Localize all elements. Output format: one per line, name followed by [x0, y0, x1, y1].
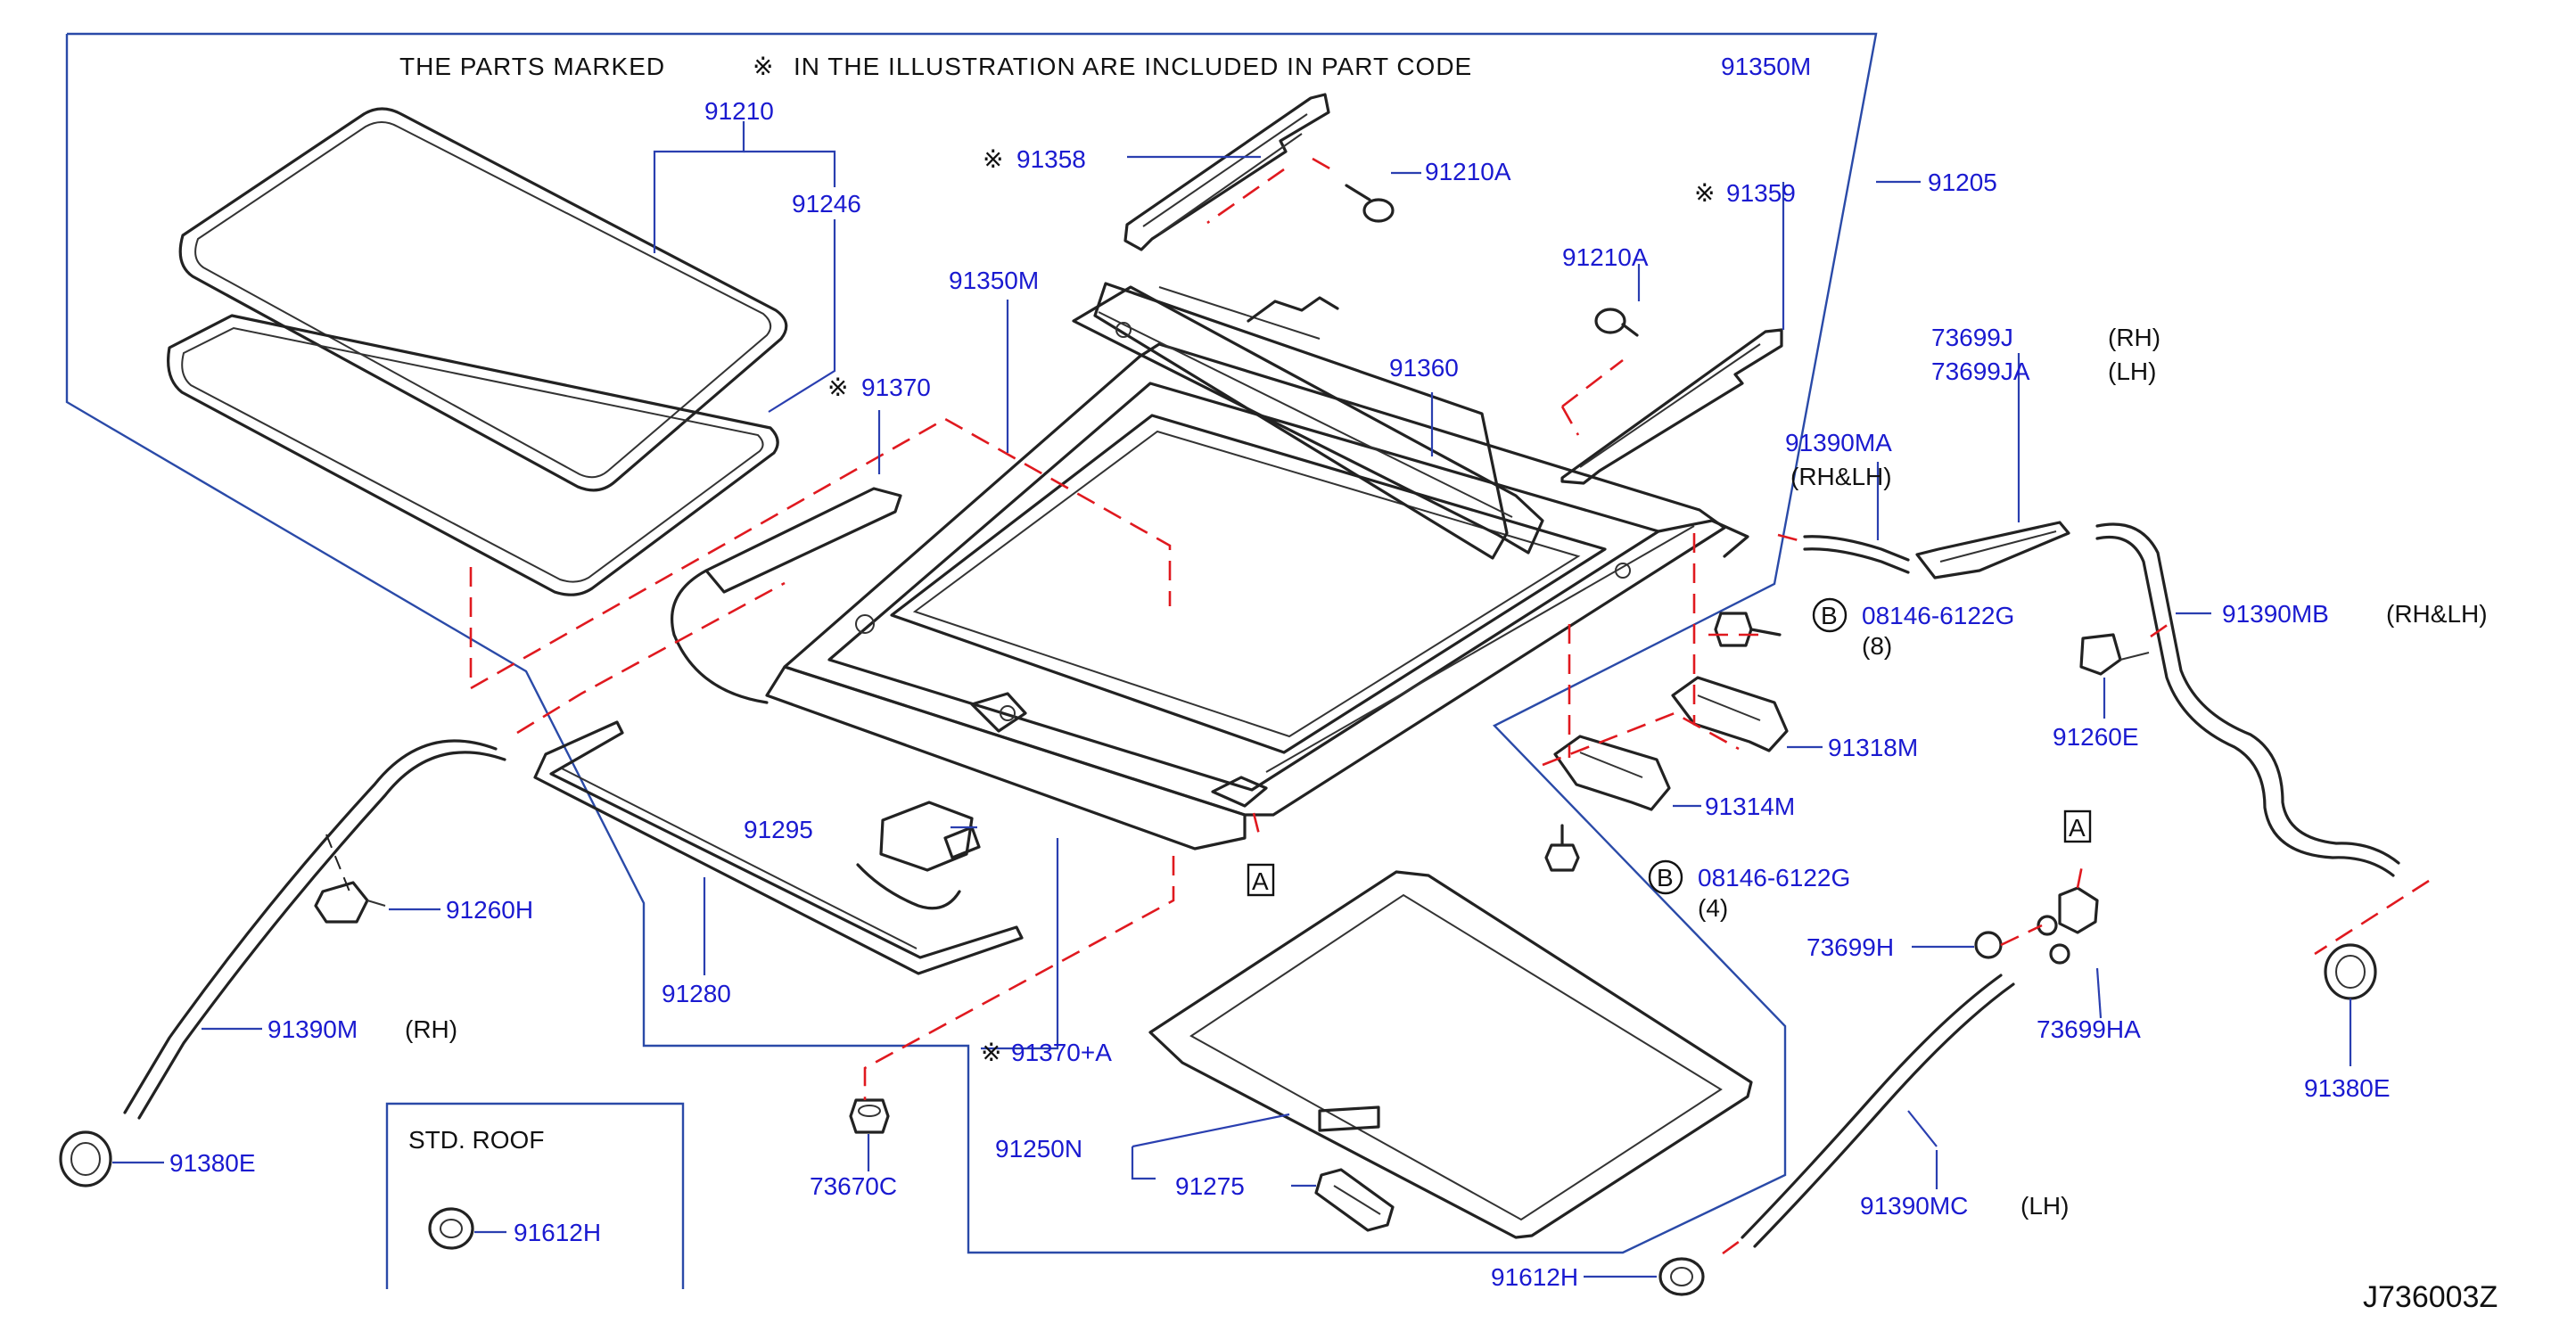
bracket-91318M [1671, 676, 1789, 752]
label-73699J: 73699J [1931, 324, 2013, 351]
bracket-91359 [1560, 328, 1783, 485]
label-91295: 91295 [744, 816, 813, 843]
label-91260E: 91260E [2053, 723, 2139, 751]
label-91390MC: 91390MC [1860, 1192, 1968, 1220]
label-91210A-top: 91210A [1425, 158, 1511, 185]
label-91350M: 91350M [949, 267, 1039, 294]
clip-91210A-mid [1594, 308, 1639, 337]
bolt-08146-top [1714, 612, 1782, 647]
label-73699JA: 73699JA [1931, 357, 2030, 385]
drain-hose-91390M [123, 739, 506, 1120]
label-91390MB-side: (RH&LH) [2386, 600, 2488, 628]
label-91360: 91360 [1389, 354, 1459, 382]
label-91390MA-side: (RH&LH) [1790, 463, 1892, 490]
label-91390M-side: (RH) [405, 1015, 457, 1043]
clip-91210A-top [1345, 184, 1395, 223]
bolt-b-circle-top [1812, 597, 1848, 633]
std-roof-inset-box [385, 1102, 685, 1289]
weatherstrip-91246 [167, 314, 779, 596]
header-part-code: 91350M [1721, 53, 1811, 80]
brace-91360 [1072, 285, 1544, 555]
label-91359: 91359 [1726, 179, 1796, 207]
label-73699HA: 73699HA [2037, 1015, 2141, 1043]
kit-boundary [65, 32, 1878, 1254]
grommet-91612H-std [428, 1207, 474, 1250]
assembly-lines [469, 157, 2430, 1255]
star-91359: ※ [1694, 179, 1715, 207]
drain-hose-91390MB [2095, 522, 2400, 877]
label-91314M: 91314M [1705, 793, 1795, 820]
clip-91260E [2079, 633, 2150, 676]
label-73670C: 73670C [810, 1172, 897, 1200]
deflector-91370 [671, 487, 902, 704]
ref-letter-A-right: A [2069, 814, 2086, 842]
bracket-91314M [1553, 735, 1671, 811]
label-73699J-side: (RH) [2108, 324, 2160, 351]
label-91358: 91358 [1016, 145, 1086, 173]
label-91380E-left: 91380E [169, 1149, 256, 1177]
motor-91295 [856, 801, 981, 910]
label-91318M: 91318M [1828, 734, 1918, 761]
label-91246: 91246 [792, 190, 861, 218]
header-note-suffix: IN THE ILLUSTRATION ARE INCLUDED IN PART… [794, 53, 1472, 80]
bracket-91358 [1123, 93, 1330, 251]
bolt-b-circle-bottom [1648, 859, 1683, 895]
std-roof-title: STD. ROOF [408, 1126, 544, 1154]
label-91260H: 91260H [446, 896, 533, 924]
label-91380E-right: 91380E [2304, 1074, 2391, 1102]
header-note-prefix: THE PARTS MARKED [399, 53, 665, 80]
label-08146-top: 08146-6122G [1862, 602, 2014, 629]
label-08146-bottom: 08146-6122G [1698, 864, 1850, 892]
cap-73699H [1974, 931, 2003, 959]
label-08146-top-qty: (8) [1862, 632, 1892, 660]
glass-panel-91210 [178, 107, 788, 492]
ref-box-A-center [1247, 863, 1275, 897]
label-91390MC-side: (LH) [2020, 1192, 2069, 1220]
grommet-91380E-right [2324, 943, 2377, 1000]
label-91370A: 91370+A [1011, 1039, 1112, 1066]
sunshade-91250N [1148, 870, 1753, 1239]
label-91370: 91370 [861, 374, 931, 401]
diagram-code: J736003Z [2363, 1280, 2498, 1314]
grommet-91612H [1658, 1257, 1705, 1296]
seal-91280 [533, 720, 1024, 975]
label-91612H-std: 91612H [514, 1219, 601, 1246]
label-91210: 91210 [704, 97, 774, 125]
label-91280: 91280 [662, 980, 731, 1007]
ref-box-A-right [2063, 809, 2092, 843]
clip-91260H [314, 881, 386, 924]
label-91390MA: 91390MA [1785, 429, 1892, 456]
label-91390MB: 91390MB [2222, 600, 2329, 628]
drain-hose-91390MA [1803, 535, 1910, 574]
label-91205: 91205 [1928, 168, 1997, 196]
handle-91275 [1314, 1168, 1395, 1232]
label-73699H: 73699H [1806, 933, 1894, 961]
label-08146-bottom-qty: (4) [1698, 894, 1728, 922]
star-91370A: ※ [981, 1039, 1001, 1066]
drain-hose-91390MC [1741, 974, 2015, 1248]
label-91275: 91275 [1175, 1172, 1245, 1200]
label-91210A-mid: 91210A [1562, 243, 1649, 271]
star-91370: ※ [827, 374, 848, 401]
sunroof-frame-91350M [765, 282, 1749, 850]
label-91250N: 91250N [995, 1135, 1082, 1163]
grommet-91380E-left [59, 1130, 112, 1187]
bolt-b-letter-top: B [1821, 602, 1838, 629]
leader-lines [112, 121, 2352, 1278]
bolt-b-letter-bottom: B [1657, 864, 1674, 892]
ref-letter-A-center: A [1252, 867, 1269, 895]
star-91358: ※ [983, 145, 1003, 173]
label-91612H-bottom: 91612H [1491, 1263, 1578, 1291]
label-73699JA-side: (LH) [2108, 357, 2156, 385]
connector-73699HA [2037, 886, 2099, 965]
nut-73670C [849, 1098, 890, 1134]
label-91390M: 91390M [267, 1015, 358, 1043]
connector-73699J [1915, 521, 2070, 579]
bolt-08146-bottom [1544, 824, 1580, 872]
header-star-mark: ※ [753, 53, 774, 80]
